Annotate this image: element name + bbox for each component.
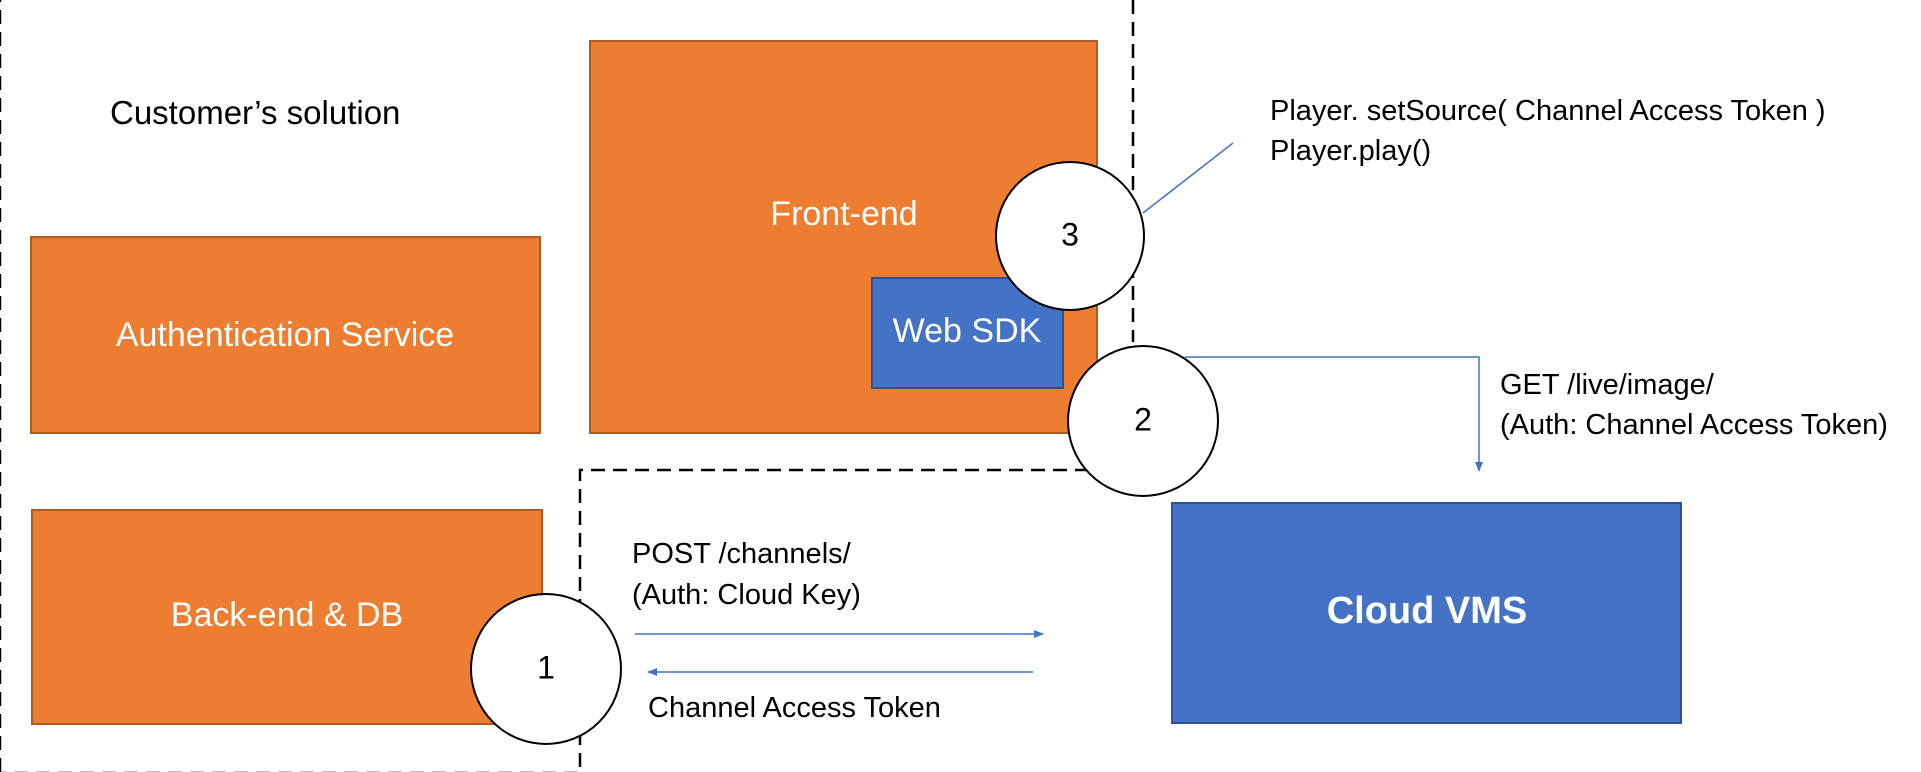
step-2-number: 2 <box>1134 401 1152 437</box>
get-request-path: GET /live/image/ <box>1500 369 1715 401</box>
step-1-number: 1 <box>537 649 555 685</box>
authentication-service-label: Authentication Service <box>116 316 454 354</box>
post-request-auth: (Auth: Cloud Key) <box>632 579 861 611</box>
step-3-marker: 3 <box>995 161 1145 311</box>
step-3-number: 3 <box>1061 216 1079 252</box>
authentication-service-box[interactable]: Authentication Service <box>30 236 541 434</box>
get-request-auth: (Auth: Channel Access Token) <box>1500 409 1888 441</box>
cloud-vms-label: Cloud VMS <box>1327 590 1528 632</box>
step-1-marker: 1 <box>470 593 622 745</box>
player-play-text: Player.play() <box>1270 135 1431 167</box>
get-request-arrow <box>1185 356 1483 472</box>
step-2-marker: 2 <box>1067 345 1219 497</box>
web-sdk-label: Web SDK <box>893 312 1042 350</box>
back-end-db-label: Back-end & DB <box>171 596 403 634</box>
back-end-db-box[interactable]: Back-end & DB <box>31 509 543 725</box>
player-set-source-text: Player. setSource( Channel Access Token … <box>1270 95 1826 127</box>
step3-callout-line <box>1142 142 1234 214</box>
front-end-label: Front-end <box>770 195 917 233</box>
token-response-label: Channel Access Token <box>648 692 941 724</box>
post-request-path: POST /channels/ <box>632 538 852 570</box>
cloud-vms-box[interactable]: Cloud VMS <box>1171 502 1682 724</box>
solution-title: Customer’s solution <box>110 94 400 131</box>
